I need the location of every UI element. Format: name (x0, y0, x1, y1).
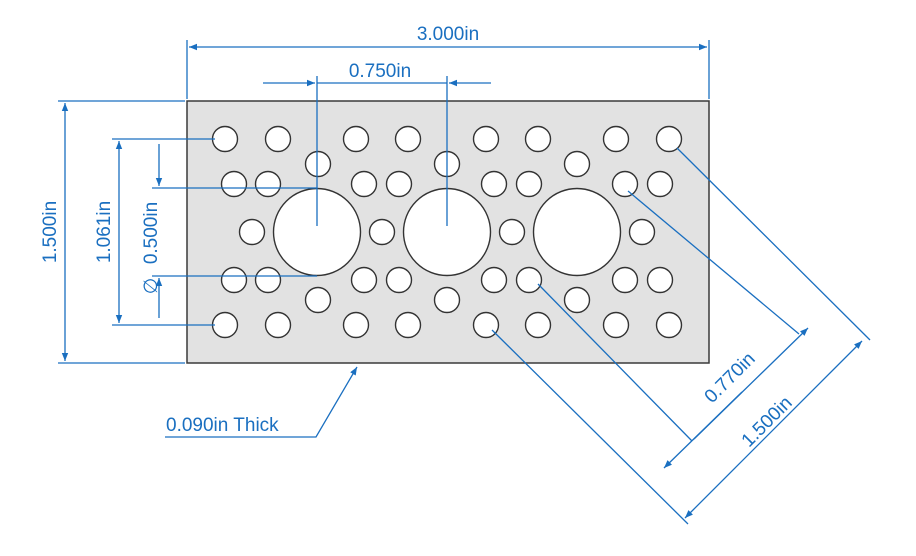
small-hole (602, 125, 630, 153)
thickness-leader (165, 366, 358, 438)
small-hole (472, 311, 500, 339)
small-hole (211, 311, 239, 339)
large-hole-diameter-label: 0.500in (141, 202, 162, 264)
diagonal-overall-ext-b (491, 329, 689, 525)
small-hole (524, 311, 552, 339)
diagonal-overall-ext-a (676, 147, 871, 341)
small-hole (480, 170, 508, 198)
dimension-lines (58, 40, 871, 525)
small-hole (628, 218, 656, 246)
small-hole (304, 150, 332, 178)
small-hole (394, 311, 422, 339)
small-hole (611, 266, 639, 294)
small-hole (342, 125, 370, 153)
small-hole (515, 266, 543, 294)
overall-width-label: 3.000in (417, 24, 479, 45)
diagonal-overall-label: 1.500in (738, 393, 797, 452)
small-hole (211, 125, 239, 153)
small-hole (254, 170, 282, 198)
small-hole (342, 311, 370, 339)
small-hole (350, 170, 378, 198)
center-spacing-label: 0.750in (349, 61, 411, 82)
overall-height-label: 1.500in (40, 201, 61, 263)
small-hole (563, 150, 591, 178)
hole-pattern (211, 125, 683, 339)
small-hole (563, 286, 591, 314)
small-hole (368, 218, 396, 246)
diagonal-ext-a (627, 190, 800, 335)
small-hole (433, 286, 461, 314)
small-hole (655, 311, 683, 339)
diagonal-dim-line-b (663, 391, 743, 469)
small-hole (498, 218, 526, 246)
small-hole (611, 170, 639, 198)
small-hole (602, 311, 630, 339)
small-hole (394, 125, 422, 153)
small-hole (655, 125, 683, 153)
small-hole (524, 125, 552, 153)
diameter-symbol: ∅ (141, 278, 162, 295)
thickness-label: 0.090in Thick (166, 415, 279, 436)
large-hole (532, 187, 622, 277)
row-spacing-label: 1.061in (94, 201, 115, 263)
small-hole (646, 170, 674, 198)
small-hole (350, 266, 378, 294)
small-hole (646, 266, 674, 294)
small-hole (254, 266, 282, 294)
small-hole (472, 125, 500, 153)
diagonal-overall-dim-line (684, 340, 863, 519)
small-hole (480, 266, 508, 294)
small-hole (515, 170, 543, 198)
small-hole (385, 170, 413, 198)
small-hole (304, 286, 332, 314)
small-hole (220, 170, 248, 198)
small-hole (238, 218, 266, 246)
diagonal-ext-b (537, 283, 693, 442)
small-hole (264, 311, 292, 339)
small-hole (385, 266, 413, 294)
small-hole (220, 266, 248, 294)
small-hole (264, 125, 292, 153)
